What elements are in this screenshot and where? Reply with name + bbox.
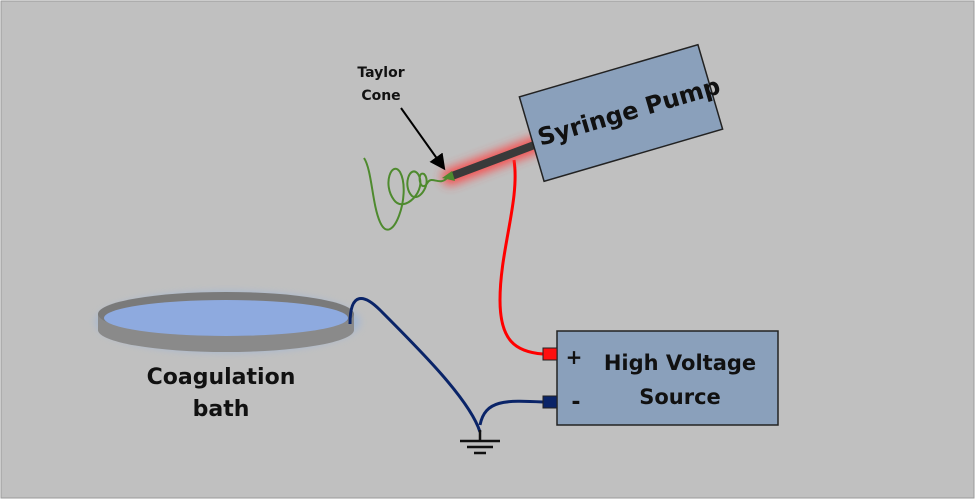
coagulation-bath xyxy=(96,292,360,352)
hv-label-line2: Source xyxy=(639,385,721,409)
negative-wire xyxy=(478,399,544,426)
taylor-cone xyxy=(442,171,455,181)
plus-label: + xyxy=(566,345,583,369)
positive-wire xyxy=(498,159,544,356)
taylor-cone-arrow xyxy=(400,107,446,171)
needle xyxy=(450,140,539,180)
positive-terminal xyxy=(542,347,558,361)
syringe-pump: Syringe Pump xyxy=(518,43,724,183)
minus-label: - xyxy=(571,390,580,415)
high-voltage-source xyxy=(556,330,779,426)
bath-label-line2: bath xyxy=(193,397,250,422)
bath-ground-wire xyxy=(348,297,482,433)
taylor-cone-label-line2: Cone xyxy=(361,88,400,104)
hv-label-line1: High Voltage xyxy=(604,351,756,375)
ground-symbol-icon xyxy=(460,430,500,455)
polymer-fiber xyxy=(363,157,448,231)
taylor-cone-label-line1: Taylor xyxy=(357,65,404,81)
bath-liquid xyxy=(104,300,348,336)
bath-label-line1: Coagulation xyxy=(147,365,296,390)
negative-terminal xyxy=(542,395,558,409)
